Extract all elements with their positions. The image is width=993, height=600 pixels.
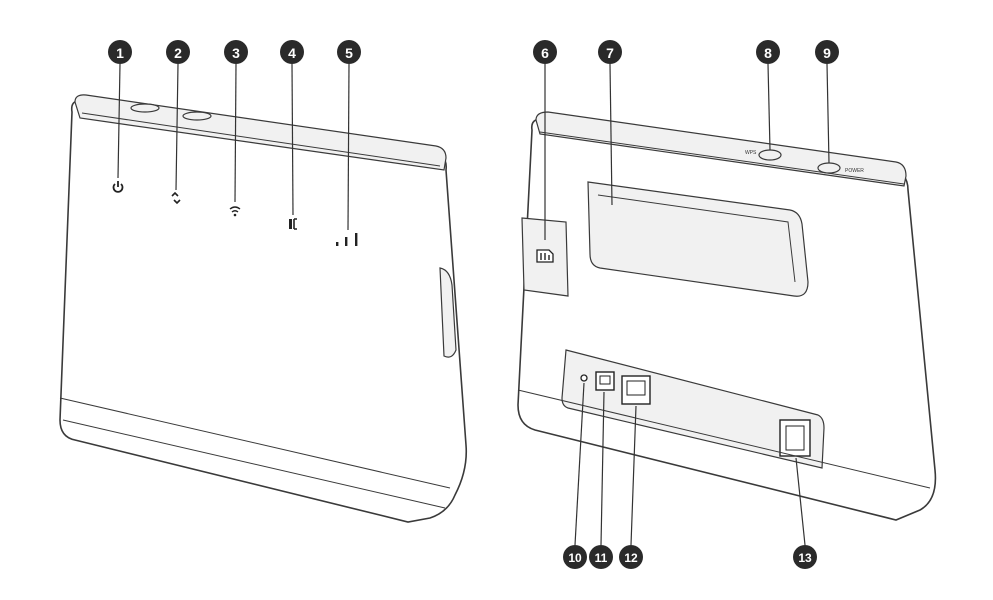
callout-11: 11	[589, 545, 613, 569]
lan-icon	[289, 218, 297, 230]
router-back-view: WPS POWER	[517, 63, 937, 546]
callout-2: 2	[166, 40, 190, 64]
svg-text:7: 7	[606, 45, 614, 61]
callout-13: 13	[793, 545, 817, 569]
svg-text:WPS: WPS	[745, 150, 757, 156]
svg-text:12: 12	[624, 551, 638, 565]
telephone-port	[595, 371, 615, 391]
callout-9: 9	[815, 40, 839, 64]
lan-wan-port	[621, 375, 651, 405]
signal-strength-icon	[336, 233, 358, 246]
svg-text:10: 10	[568, 551, 582, 565]
network-mode-icon	[171, 191, 181, 205]
callout-8: 8	[756, 40, 780, 64]
callout-3: 3	[224, 40, 248, 64]
front-top-rim	[74, 94, 447, 171]
svg-text:6: 6	[541, 45, 549, 61]
reset-hole	[580, 374, 588, 382]
callout-4: 4	[280, 40, 304, 64]
svg-text:4: 4	[288, 45, 296, 61]
svg-text:11: 11	[595, 551, 608, 565]
front-base-line	[59, 397, 451, 489]
front-side-slot	[439, 267, 457, 358]
svg-text:POWER: POWER	[845, 168, 864, 174]
svg-text:8: 8	[764, 45, 772, 61]
sim-icon	[536, 249, 554, 263]
callout-6: 6	[533, 40, 557, 64]
svg-text:2: 2	[174, 45, 182, 61]
front-top-button-left	[130, 103, 160, 113]
svg-text:13: 13	[798, 551, 812, 565]
svg-text:3: 3	[232, 45, 240, 61]
callout-12: 12	[619, 545, 643, 569]
callout-10: 10	[563, 545, 587, 569]
back-power-button	[817, 162, 841, 174]
power-port	[779, 419, 811, 457]
callout-5: 5	[337, 40, 361, 64]
svg-text:9: 9	[823, 45, 831, 61]
svg-text:5: 5	[345, 45, 353, 61]
front-top-button-right	[182, 111, 212, 121]
back-handle-recess	[587, 181, 809, 297]
svg-text:1: 1	[116, 45, 124, 61]
power-icon	[112, 181, 124, 193]
callout-7: 7	[598, 40, 622, 64]
callout-1: 1	[108, 40, 132, 64]
back-top-rim	[535, 111, 907, 187]
router-front-view	[59, 63, 468, 523]
back-wps-button	[758, 149, 782, 161]
wifi-icon	[229, 206, 241, 217]
